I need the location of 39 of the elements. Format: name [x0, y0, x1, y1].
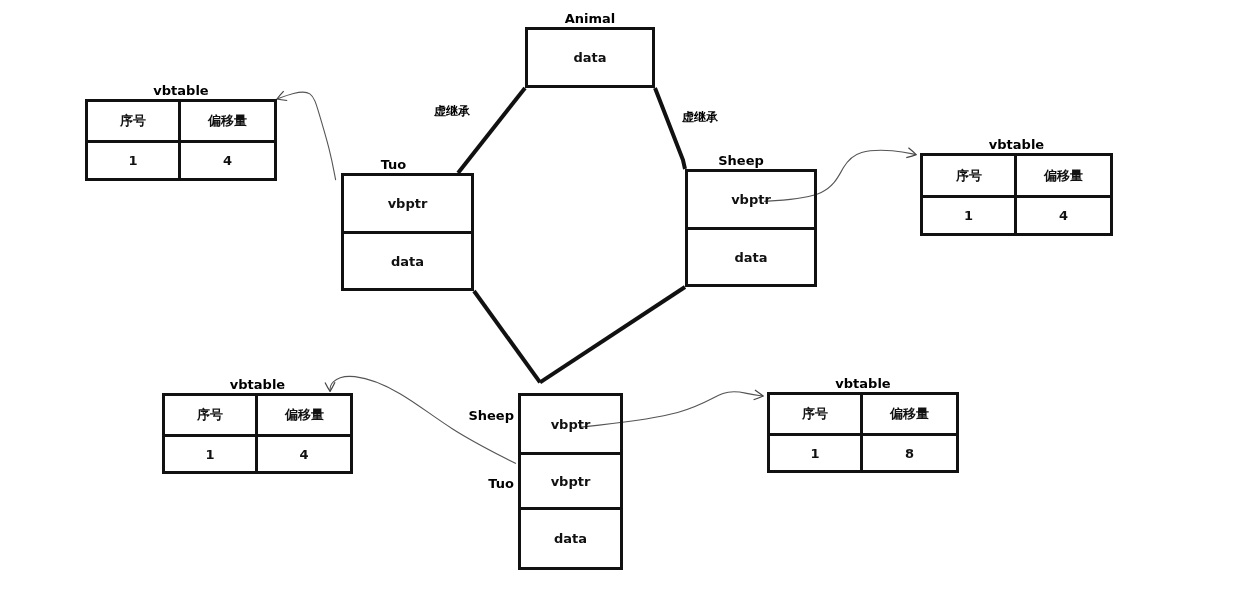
cell-text: 4	[222, 153, 232, 168]
cell-text: 1	[205, 446, 215, 462]
field-label: vbptr	[550, 473, 591, 489]
cell-text: 序号	[955, 166, 982, 185]
field-label: data	[390, 253, 425, 269]
table-title: vbtable	[835, 376, 891, 391]
cell-text: 1	[963, 208, 973, 223]
class-name-label: Tuo	[380, 157, 407, 172]
cell-text: 偏移量	[1044, 166, 1083, 185]
cell-text: 8	[904, 445, 914, 461]
table-title: vbtable	[153, 83, 209, 98]
cell-text: 序号	[120, 112, 146, 130]
field-label: vbptr	[387, 196, 428, 211]
side-label: Tuo	[488, 476, 514, 491]
field-label: vbptr	[550, 416, 591, 432]
class-name-label: Sheep	[718, 153, 764, 168]
inheritance-line	[456, 86, 527, 175]
class-name-label: Animal	[564, 11, 616, 26]
edge-label: 虚继承	[432, 102, 472, 120]
field-label: data	[553, 531, 588, 546]
cell-text: 序号	[802, 405, 828, 423]
cell-text: 偏移量	[208, 112, 247, 130]
cell-text: 偏移量	[890, 405, 929, 423]
field-label: vbptr	[731, 192, 771, 207]
table-title: vbtable	[229, 377, 286, 392]
cell-text: 偏移量	[284, 406, 324, 424]
edge-label: 虚继承	[680, 108, 720, 126]
inheritance-line	[538, 285, 687, 385]
cell-text: 4	[1058, 208, 1068, 223]
cell-text: 4	[299, 446, 309, 462]
side-label: Sheep	[468, 408, 514, 423]
inheritance-line	[472, 289, 542, 384]
cell-text: 1	[128, 153, 138, 168]
cell-text: 序号	[197, 406, 223, 424]
cell-text: 1	[810, 445, 820, 461]
inheritance-line	[653, 87, 687, 170]
field-label: data	[573, 50, 607, 65]
table-title: vbtable	[988, 137, 1045, 152]
field-label: data	[734, 249, 768, 265]
